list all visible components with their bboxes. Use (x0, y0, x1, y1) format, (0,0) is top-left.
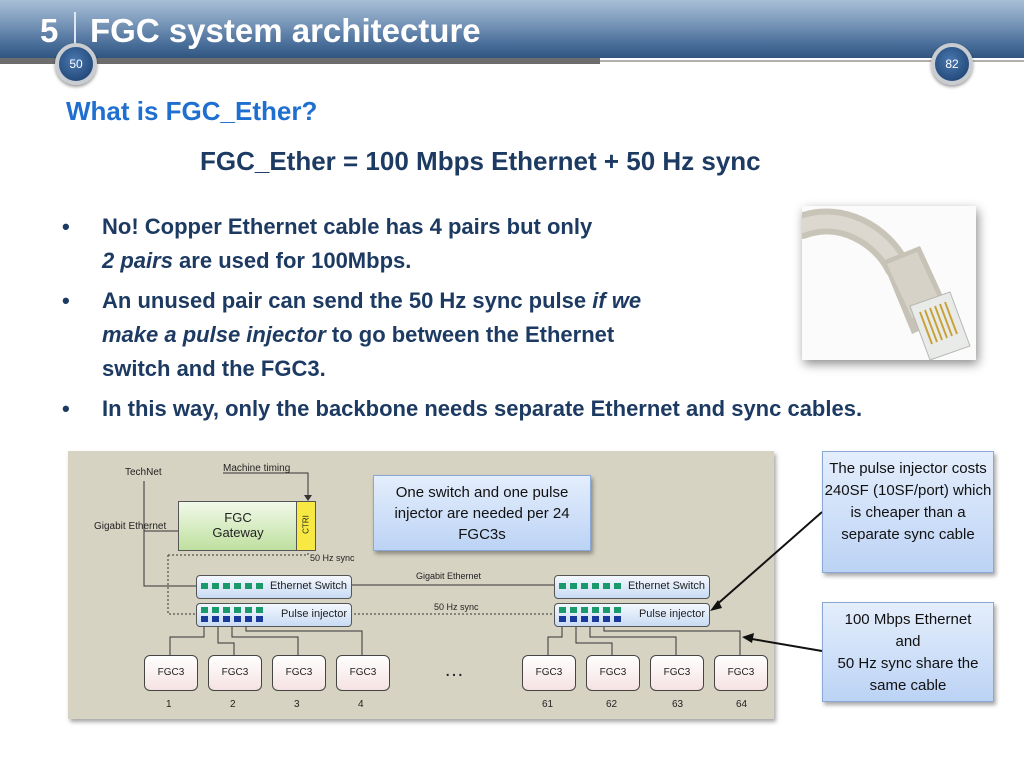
switch-ports (201, 583, 263, 589)
injector-ports-bottom (559, 616, 621, 622)
fgc3-box: FGC3 (714, 655, 768, 691)
bullet-text: No! Copper Ethernet cable has 4 pairs bu… (102, 214, 593, 239)
slide-badge-right: 82 (931, 43, 973, 85)
shared-cable-line2: and (895, 633, 921, 650)
fgc3-box: FGC3 (586, 655, 640, 691)
ethernet-switch-left: Ethernet Switch (196, 575, 352, 599)
machine-timing-label: Machine timing (223, 463, 291, 474)
injector-ports-top (201, 607, 263, 613)
bullet-item: • No! Copper Ethernet cable has 4 pairs … (62, 210, 962, 278)
shared-cable-line3: 50 Hz sync share the same cable (837, 655, 979, 694)
ethernet-switch-label: Ethernet Switch (269, 580, 347, 592)
fgc3-box: FGC3 (650, 655, 704, 691)
fgc3-number: 4 (358, 699, 364, 710)
slide-subtitle: What is FGC_Ether? (66, 96, 318, 126)
ctri-box: CTRI (296, 501, 316, 551)
section-number: 5 (40, 12, 59, 49)
bullet-text: In this way, only the backbone needs sep… (102, 396, 863, 421)
slide-badge-left: 50 (55, 43, 97, 85)
shared-cable-callout: 100 Mbps Ethernet and 50 Hz sync share t… (822, 602, 994, 702)
bullet-text: An unused pair can send the 50 Hz sync p… (102, 288, 593, 313)
gateway-label-line1: FGC (224, 510, 252, 525)
fgc3-box: FGC3 (272, 655, 326, 691)
fgc3-number: 62 (606, 699, 618, 710)
bullet-text: are used for 100Mbps. (172, 248, 412, 273)
ctri-label: CTRI (301, 515, 311, 534)
shared-cable-line1: 100 Mbps Ethernet (844, 611, 972, 628)
ethernet-plug-image (802, 208, 971, 360)
formula-heading: FGC_Ether = 100 Mbps Ethernet + 50 Hz sy… (200, 146, 761, 176)
bullet-list: • No! Copper Ethernet cable has 4 pairs … (62, 210, 962, 432)
fgc3-number: 1 (166, 699, 172, 710)
section-title: FGC system architecture (90, 12, 481, 49)
pulse-injector-label: Pulse injector (638, 608, 705, 620)
fgc3-box: FGC3 (144, 655, 198, 691)
ethernet-switch-label: Ethernet Switch (627, 580, 705, 592)
architecture-diagram: TechNet Machine timing Gigabit Ethernet … (68, 451, 774, 719)
fgc3-number: 64 (736, 699, 748, 710)
fgc3-box: FGC3 (522, 655, 576, 691)
ethernet-cable-photo (802, 206, 976, 360)
header-underline (0, 58, 600, 64)
gateway-label-line2: Gateway (212, 525, 264, 540)
diagram-wiring (143, 472, 741, 655)
ethernet-switch-right: Ethernet Switch (554, 575, 710, 599)
header-underline-thin (600, 60, 1024, 62)
fgc3-number: 61 (542, 699, 554, 710)
bullet-italic: make a pulse injector (102, 322, 326, 347)
gigabit-ethernet-mid-label: Gigabit Ethernet (416, 571, 482, 581)
switch-ports (559, 583, 621, 589)
fgc3-box: FGC3 (336, 655, 390, 691)
bullet-text: switch and the FGC3. (102, 356, 326, 381)
header-bar (0, 0, 1024, 58)
section-separator (74, 12, 76, 48)
bullet-item: • In this way, only the backbone needs s… (62, 392, 962, 426)
bullet-dot: • (62, 396, 70, 421)
sync-50hz-mid-label: 50 Hz sync (434, 602, 479, 612)
switch-per-24-note: One switch and one pulse injector are ne… (373, 475, 591, 551)
technet-label: TechNet (125, 467, 162, 478)
sync-50hz-top-label: 50 Hz sync (310, 553, 355, 563)
fgc3-number: 63 (672, 699, 684, 710)
bullet-dot: • (62, 214, 70, 239)
fgc3-number: 3 (294, 699, 300, 710)
gigabit-ethernet-left-label: Gigabit Ethernet (94, 521, 167, 532)
fgc-gateway-box: FGC Gateway (178, 501, 298, 551)
fgc3-box: FGC3 (208, 655, 262, 691)
pulse-injector-left: Pulse injector (196, 603, 352, 627)
bullet-italic: if we (592, 288, 642, 313)
fgc3-number: 2 (230, 699, 236, 710)
ellipsis-label: … (444, 659, 464, 681)
pulse-injector-cost-callout: The pulse injector costs 240SF (10SF/por… (822, 451, 994, 573)
bullet-dot: • (62, 288, 70, 313)
injector-ports-bottom (201, 616, 263, 622)
bullet-italic: 2 pairs (102, 248, 173, 273)
pulse-injector-right: Pulse injector (554, 603, 710, 627)
bullet-item: • An unused pair can send the 50 Hz sync… (62, 284, 962, 386)
bullet-text: to go between the Ethernet (325, 322, 615, 347)
injector-ports-top (559, 607, 621, 613)
pulse-injector-label: Pulse injector (280, 608, 347, 620)
